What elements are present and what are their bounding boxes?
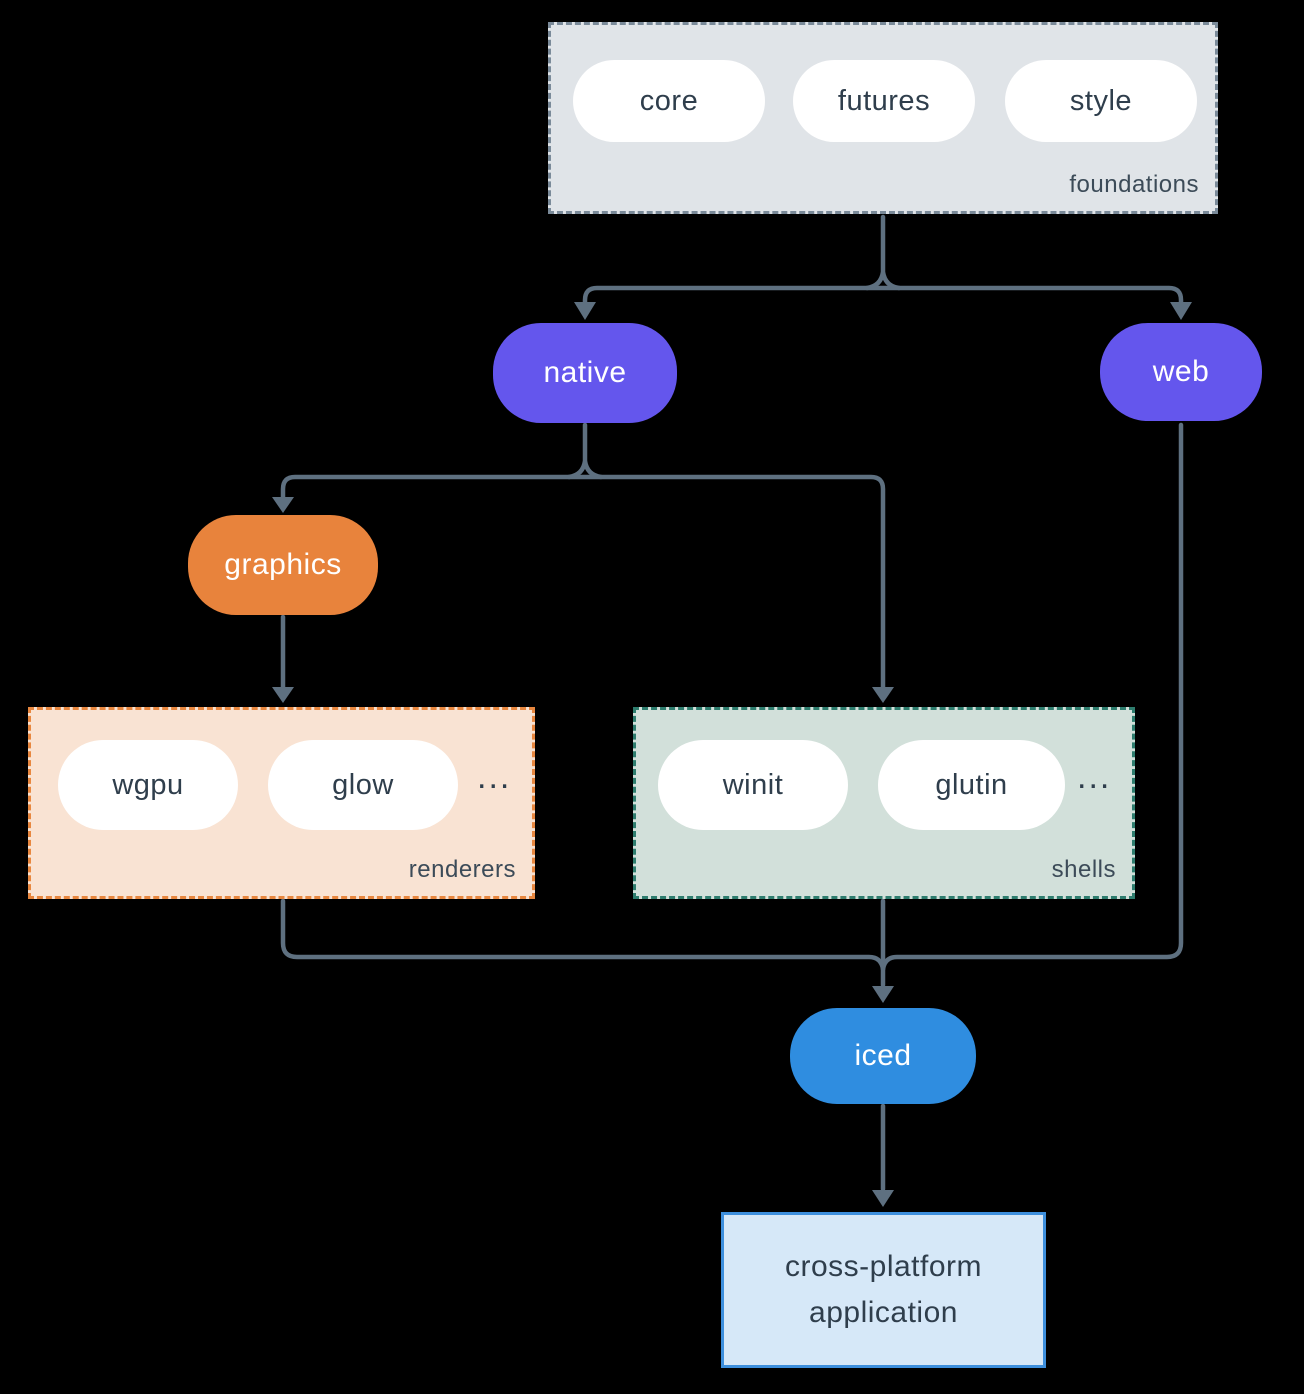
edge-web-merge [880, 422, 1184, 972]
node-iced: iced [790, 1008, 976, 1104]
node-winit: winit [658, 740, 848, 830]
arrowhead-to-graphics [272, 497, 294, 513]
node-cross-platform-application: cross-platform application [721, 1212, 1046, 1368]
group-shells-label: shells [1051, 856, 1116, 883]
group-shells: winit glutin ... shells [633, 707, 1135, 899]
shells-ellipsis: ... [1077, 758, 1112, 796]
node-glow: glow [268, 740, 458, 830]
group-foundations: core futures style foundations [548, 22, 1218, 214]
arrowhead-to-renderers [272, 687, 294, 703]
node-style: style [1005, 60, 1197, 142]
arrowhead-to-application [872, 1190, 894, 1207]
edge-renderers-merge [280, 898, 886, 972]
node-native: native [493, 323, 677, 423]
node-wgpu: wgpu [58, 740, 238, 830]
edge-native-branch [280, 474, 886, 690]
arrowhead-to-iced [872, 986, 894, 1003]
edge-native-down [566, 422, 604, 480]
group-foundations-label: foundations [1069, 171, 1199, 198]
edge-foundations-branch [582, 285, 1184, 306]
node-core: core [573, 60, 765, 142]
arrowhead-to-shells [872, 687, 894, 703]
node-web: web [1100, 323, 1262, 421]
node-glutin: glutin [878, 740, 1065, 830]
renderers-ellipsis: ... [477, 758, 512, 796]
arrowhead-to-native [574, 302, 596, 320]
group-renderers: wgpu glow ... renderers [28, 707, 535, 899]
node-graphics: graphics [188, 515, 378, 615]
group-renderers-label: renderers [408, 856, 516, 883]
edge-foundations-down [864, 214, 902, 291]
arrowhead-to-web [1170, 302, 1192, 320]
node-futures: futures [793, 60, 975, 142]
